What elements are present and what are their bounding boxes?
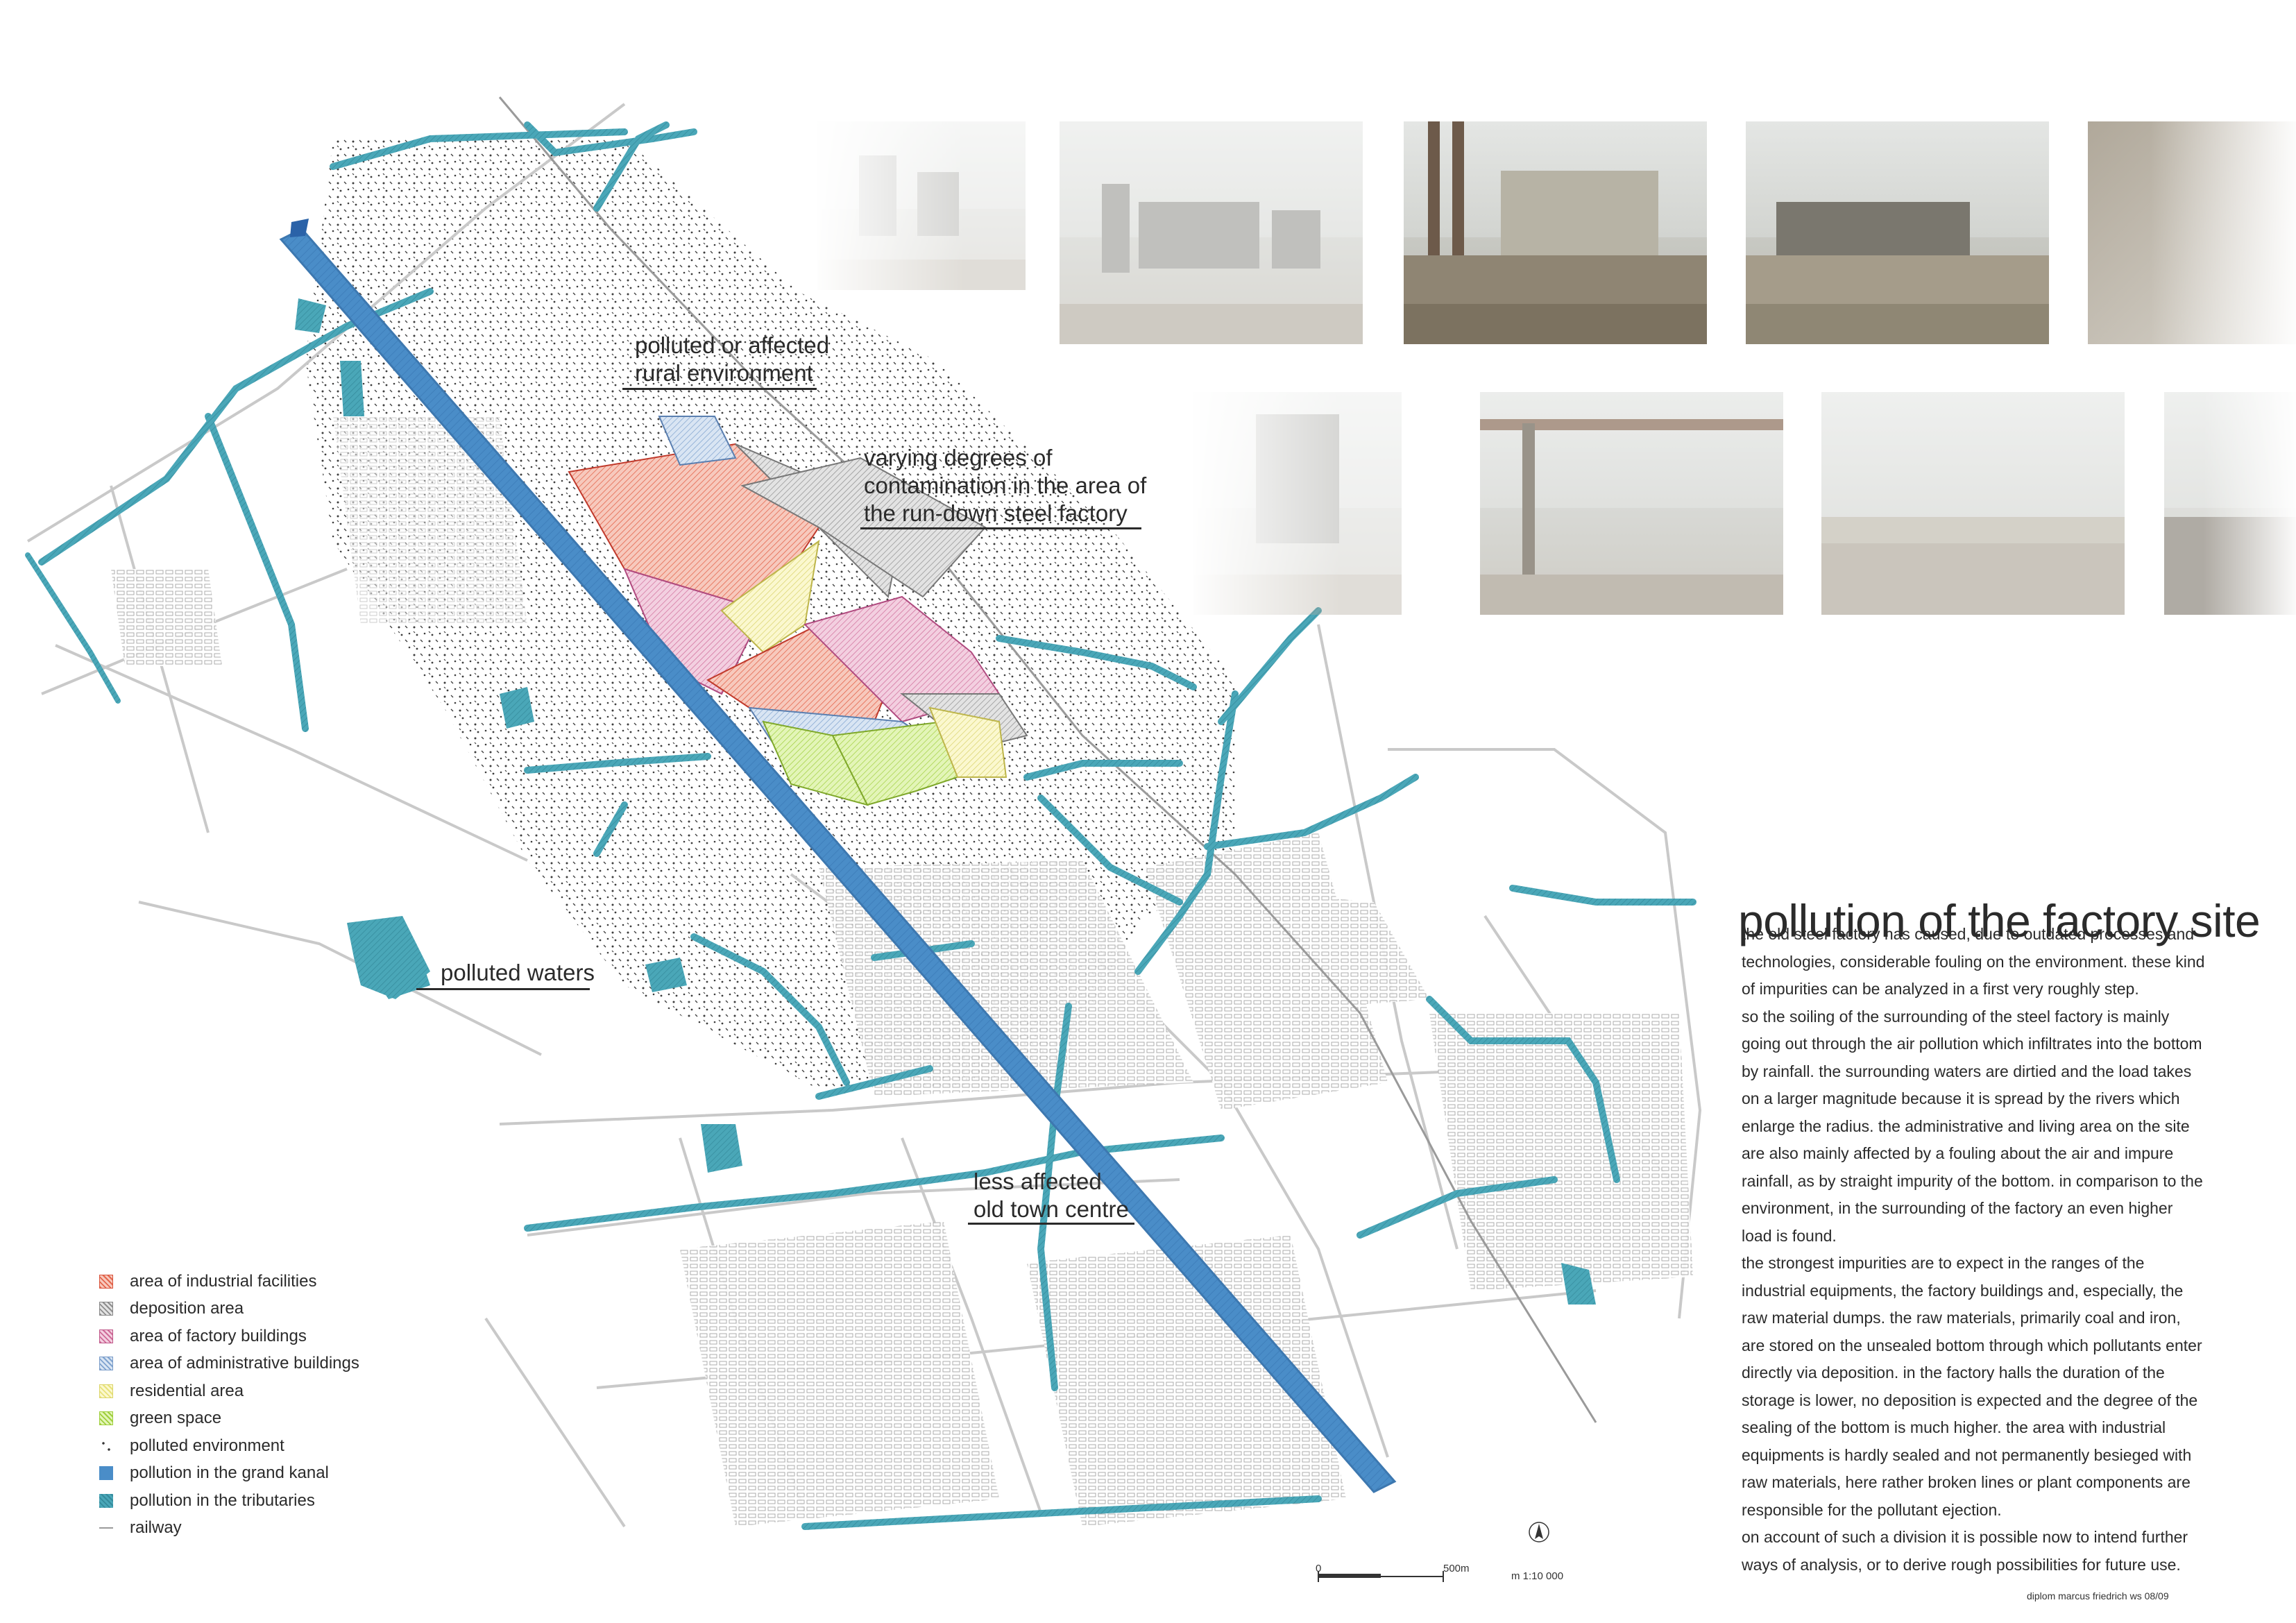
site-photo-4 xyxy=(1746,121,2049,344)
description-line: load is found. xyxy=(1742,1226,1837,1245)
site-photo-3 xyxy=(1404,121,1707,344)
site-photo-1 xyxy=(817,121,1026,290)
railway-line xyxy=(498,96,1597,1423)
legend-item: pollution in the grand kanal xyxy=(99,1460,359,1488)
legend-label: area of industrial facilities xyxy=(130,1271,317,1291)
pink-hatch-icon xyxy=(99,1329,113,1343)
label-town: less affected old town centre xyxy=(973,1169,1129,1222)
building-blocks xyxy=(111,416,1693,1527)
grey-hatch-icon xyxy=(99,1302,113,1316)
green-hatch-icon xyxy=(99,1411,113,1426)
railway-icon xyxy=(99,1521,113,1536)
label-rural-underline xyxy=(622,388,817,390)
legend-item: railway xyxy=(99,1515,359,1543)
label-contamination-underline xyxy=(860,527,1141,529)
kanal-icon xyxy=(99,1466,113,1481)
description-line: sealing of the bottom is much higher. th… xyxy=(1742,1418,2166,1436)
legend-label: pollution in the grand kanal xyxy=(130,1463,329,1483)
page-title: pollution of the factory site xyxy=(1738,895,2261,947)
blue-hatch-icon xyxy=(99,1357,113,1371)
legend-item: area of administrative buildings xyxy=(99,1350,359,1378)
label-waters-underline xyxy=(416,988,590,990)
description-line: are stored on the unsealed bottom throug… xyxy=(1742,1336,2202,1354)
legend-label: pollution in the tributaries xyxy=(130,1490,315,1510)
legend-label: polluted environment xyxy=(130,1436,284,1455)
description-text: the old steel factory has caused, due to… xyxy=(1742,921,2269,1579)
description-line: raw material dumps. the raw materials, p… xyxy=(1742,1309,2181,1327)
label-contamination: varying degrees of contamination in the … xyxy=(864,445,1147,526)
description-line: technologies, considerable fouling on th… xyxy=(1742,952,2205,971)
map-legend: area of industrial facilities deposition … xyxy=(99,1268,359,1542)
label-town-underline xyxy=(968,1223,1134,1225)
description-line: ways of analysis, or to derive rough pos… xyxy=(1742,1555,2181,1574)
legend-item: area of factory buildings xyxy=(99,1323,359,1350)
polluted-water-bodies xyxy=(295,298,1596,1305)
site-photo-6 xyxy=(1193,392,1402,615)
label-waters: polluted waters xyxy=(441,960,595,985)
description-line: on a larger magnitude because it is spre… xyxy=(1742,1089,2180,1107)
legend-item: polluted environment xyxy=(99,1432,359,1460)
legend-item: deposition area xyxy=(99,1295,359,1323)
description-line: rainfall, as by straight impurity of the… xyxy=(1742,1171,2203,1190)
legend-label: railway xyxy=(130,1518,182,1538)
legend-label: residential area xyxy=(130,1381,244,1400)
legend-label: deposition area xyxy=(130,1299,244,1318)
grand-kanal xyxy=(279,219,1397,1493)
description-line: the strongest impurities are to expect i… xyxy=(1742,1254,2145,1272)
legend-item: green space xyxy=(99,1405,359,1433)
legend-label: green space xyxy=(130,1409,222,1428)
tributary-icon xyxy=(99,1493,113,1508)
description-line: responsible for the pollutant ejection. xyxy=(1742,1500,2002,1519)
site-photo-7 xyxy=(1480,392,1783,615)
description-line: the old steel factory has caused, due to… xyxy=(1742,925,2195,943)
description-line: storage is lower, no deposition is expec… xyxy=(1742,1391,2198,1409)
scale-ratio: m 1:10 000 xyxy=(1511,1570,1564,1582)
description-line: of impurities can be analyzed in a first… xyxy=(1742,980,2139,998)
description-line: by rainfall. the surrounding waters are … xyxy=(1742,1062,2192,1080)
scale-bar xyxy=(1318,1571,1444,1582)
dots-icon xyxy=(99,1438,113,1453)
scale-zero: 0 xyxy=(1316,1563,1322,1574)
site-photo-9 xyxy=(2164,392,2296,615)
description-line: raw materials, here rather broken lines … xyxy=(1742,1473,2191,1491)
description-line: environment, in the surrounding of the f… xyxy=(1742,1199,2173,1217)
red-hatch-icon xyxy=(99,1274,113,1289)
description-line: on account of such a division it is poss… xyxy=(1742,1528,2188,1546)
legend-label: area of factory buildings xyxy=(130,1326,307,1345)
legend-item: area of industrial facilities xyxy=(99,1268,359,1295)
legend-item: pollution in the tributaries xyxy=(99,1487,359,1515)
yellow-hatch-icon xyxy=(99,1384,113,1398)
author-credit: diplom marcus friedrich ws 08/09 xyxy=(2027,1590,2169,1601)
description-line: directly via deposition. in the factory … xyxy=(1742,1363,2165,1382)
site-photo-8 xyxy=(1821,392,2125,615)
description-line: equipments is hardly sealed and not perm… xyxy=(1742,1445,2192,1464)
description-line: industrial equipments, the factory build… xyxy=(1742,1281,2184,1300)
legend-label: area of administrative buildings xyxy=(130,1354,359,1373)
site-photo-5 xyxy=(2088,121,2296,344)
label-rural: polluted or affected rural environment xyxy=(635,332,830,386)
description-line: enlarge the radius. the administrative a… xyxy=(1742,1116,2190,1135)
tributary-waters xyxy=(25,121,1697,1530)
legend-item: residential area xyxy=(99,1377,359,1405)
description-line: so the soiling of the surrounding of the… xyxy=(1742,1007,2170,1026)
description-line: are also mainly affected by a fouling ab… xyxy=(1742,1144,2174,1162)
description-line: going out through the air pollution whic… xyxy=(1742,1035,2202,1053)
scale-length: 500m xyxy=(1443,1563,1470,1574)
north-arrow-icon xyxy=(1529,1522,1549,1543)
site-photo-2 xyxy=(1060,121,1363,344)
